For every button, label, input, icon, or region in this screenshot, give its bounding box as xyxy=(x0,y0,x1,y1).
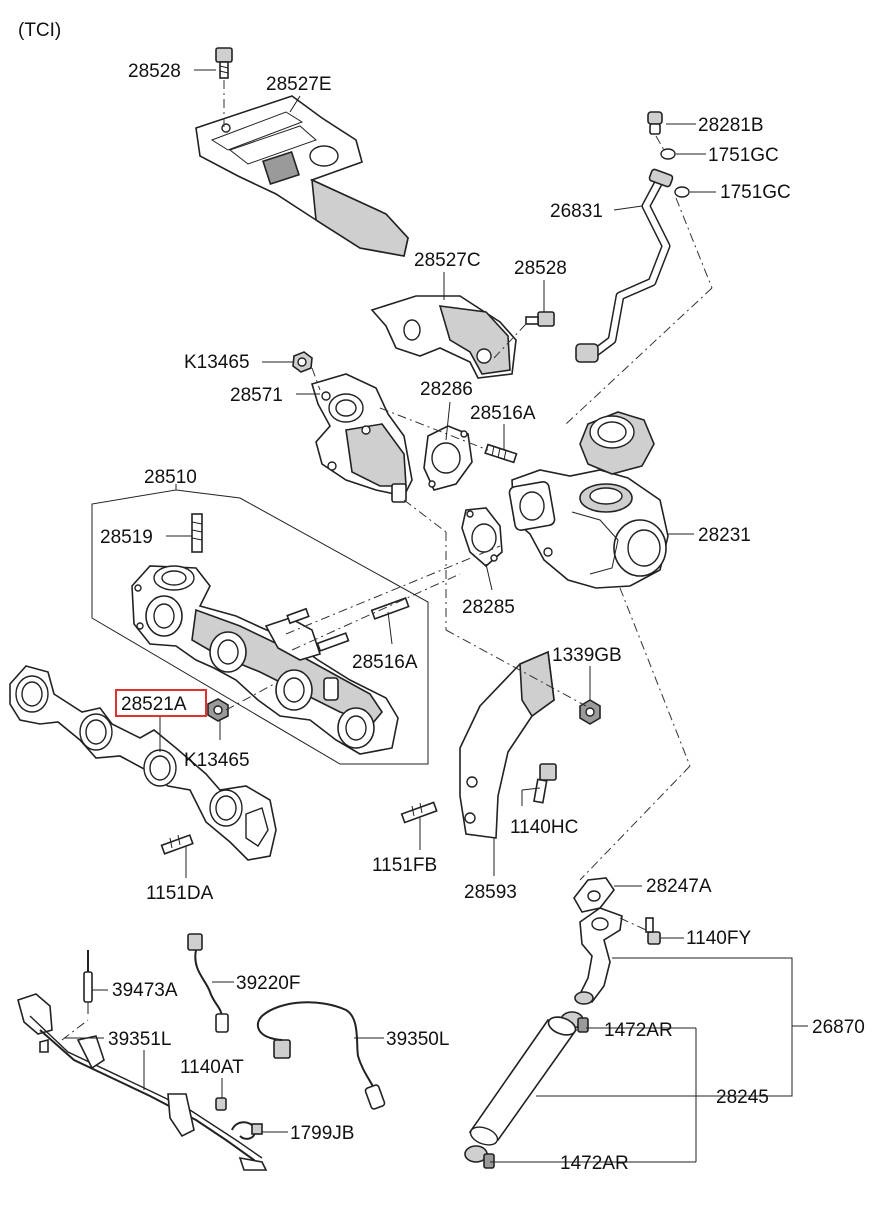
bolt-1140at[interactable] xyxy=(215,1097,227,1111)
oil-feed-pipe-26831[interactable] xyxy=(575,168,674,363)
label-28281b[interactable]: 28281B xyxy=(698,115,764,136)
turbo-bracket-28593[interactable] xyxy=(459,650,555,839)
label-1140at[interactable]: 1140AT xyxy=(180,1057,244,1078)
label-28286[interactable]: 28286 xyxy=(420,379,473,400)
label-28528-second[interactable]: 28528 xyxy=(514,258,567,279)
label-28521a[interactable]: 28521A xyxy=(121,694,187,715)
exhaust-temp-sensor-39350l[interactable] xyxy=(256,1001,386,1110)
label-26831[interactable]: 26831 xyxy=(550,201,603,222)
label-28245[interactable]: 28245 xyxy=(716,1087,769,1108)
label-28231[interactable]: 28231 xyxy=(698,525,751,546)
label-39350l[interactable]: 39350L xyxy=(386,1029,449,1050)
variant-label: (TCI) xyxy=(18,20,61,41)
label-28593[interactable]: 28593 xyxy=(464,882,517,903)
label-28516a-upper[interactable]: 28516A xyxy=(470,403,536,424)
label-1751gc-b[interactable]: 1751GC xyxy=(720,182,791,203)
stud-28519[interactable] xyxy=(191,513,203,553)
washer-1751gc-a[interactable] xyxy=(660,148,676,160)
stud-1151da[interactable] xyxy=(160,834,194,855)
label-1140fy[interactable]: 1140FY xyxy=(686,928,751,949)
oil-return-hose-28245[interactable] xyxy=(468,1014,578,1149)
sensor-bracket-39351l[interactable] xyxy=(17,993,268,1171)
stud-1151fb[interactable] xyxy=(400,801,438,824)
oil-return-pipe-26870[interactable] xyxy=(574,907,623,1005)
label-28571[interactable]: 28571 xyxy=(230,385,283,406)
temp-sensor-39473a[interactable] xyxy=(83,950,93,1014)
label-28527c[interactable]: 28527C xyxy=(414,250,481,271)
label-1472ar-upper[interactable]: 1472AR xyxy=(604,1020,673,1041)
turbocharger-28231[interactable] xyxy=(508,411,669,589)
gasket-28286[interactable] xyxy=(423,425,473,491)
gasket-28247a[interactable] xyxy=(573,877,615,913)
label-1751gc-a[interactable]: 1751GC xyxy=(708,145,779,166)
stud-28516a-lower[interactable] xyxy=(286,597,410,652)
label-28516a-lower[interactable]: 28516A xyxy=(352,652,418,673)
heat-shield-lower-28527c[interactable] xyxy=(370,295,517,379)
bolt-1140fy[interactable] xyxy=(645,917,661,945)
label-28527e[interactable]: 28527E xyxy=(266,74,332,95)
manifold-gasket-28521a[interactable] xyxy=(9,665,277,861)
turbo-elbow-28571[interactable] xyxy=(311,373,413,503)
label-28510[interactable]: 28510 xyxy=(144,467,197,488)
label-39351l[interactable]: 39351L xyxy=(108,1029,171,1050)
label-1339gb[interactable]: 1339GB xyxy=(552,645,622,666)
leader-lines xyxy=(64,69,808,1163)
bolt-28528-top[interactable] xyxy=(215,47,233,79)
label-1151da[interactable]: 1151DA xyxy=(146,883,214,904)
washer-1751gc-b[interactable] xyxy=(674,186,690,198)
label-1140hc[interactable]: 1140HC xyxy=(510,817,578,838)
label-39473a[interactable]: 39473A xyxy=(112,980,178,1001)
bolt-28528-second[interactable] xyxy=(525,311,555,327)
hose-clamp-1472ar-lower[interactable] xyxy=(464,1145,495,1169)
clip-1799jb[interactable] xyxy=(231,1121,263,1140)
heat-shield-upper-28527e[interactable] xyxy=(195,95,409,257)
label-26870[interactable]: 26870 xyxy=(812,1017,865,1038)
bolt-28281b[interactable] xyxy=(647,111,663,135)
gasket-28285[interactable] xyxy=(461,507,503,568)
oxygen-sensor-39220f[interactable] xyxy=(187,933,229,1033)
assembly-dash-lines xyxy=(61,80,713,1041)
label-39220f[interactable]: 39220F xyxy=(236,973,300,994)
label-k13465-lower[interactable]: K13465 xyxy=(184,750,250,771)
label-1799jb[interactable]: 1799JB xyxy=(290,1123,354,1144)
label-28247a[interactable]: 28247A xyxy=(646,876,712,897)
nut-k13465-top[interactable] xyxy=(292,351,313,373)
label-k13465-top[interactable]: K13465 xyxy=(184,352,250,373)
label-28519[interactable]: 28519 xyxy=(100,527,153,548)
label-1151fb[interactable]: 1151FB xyxy=(372,855,437,876)
nut-k13465-lower[interactable] xyxy=(207,698,229,722)
label-28528-top[interactable]: 28528 xyxy=(128,61,181,82)
nut-1339gb[interactable] xyxy=(579,699,601,725)
stud-28516a-upper[interactable] xyxy=(484,443,518,464)
exhaust-manifold-28510[interactable] xyxy=(131,565,399,755)
label-28285[interactable]: 28285 xyxy=(462,597,515,618)
highlight-box-28521a xyxy=(115,689,207,717)
label-1472ar-lower[interactable]: 1472AR xyxy=(560,1153,629,1174)
bolt-1140hc[interactable] xyxy=(533,763,557,804)
